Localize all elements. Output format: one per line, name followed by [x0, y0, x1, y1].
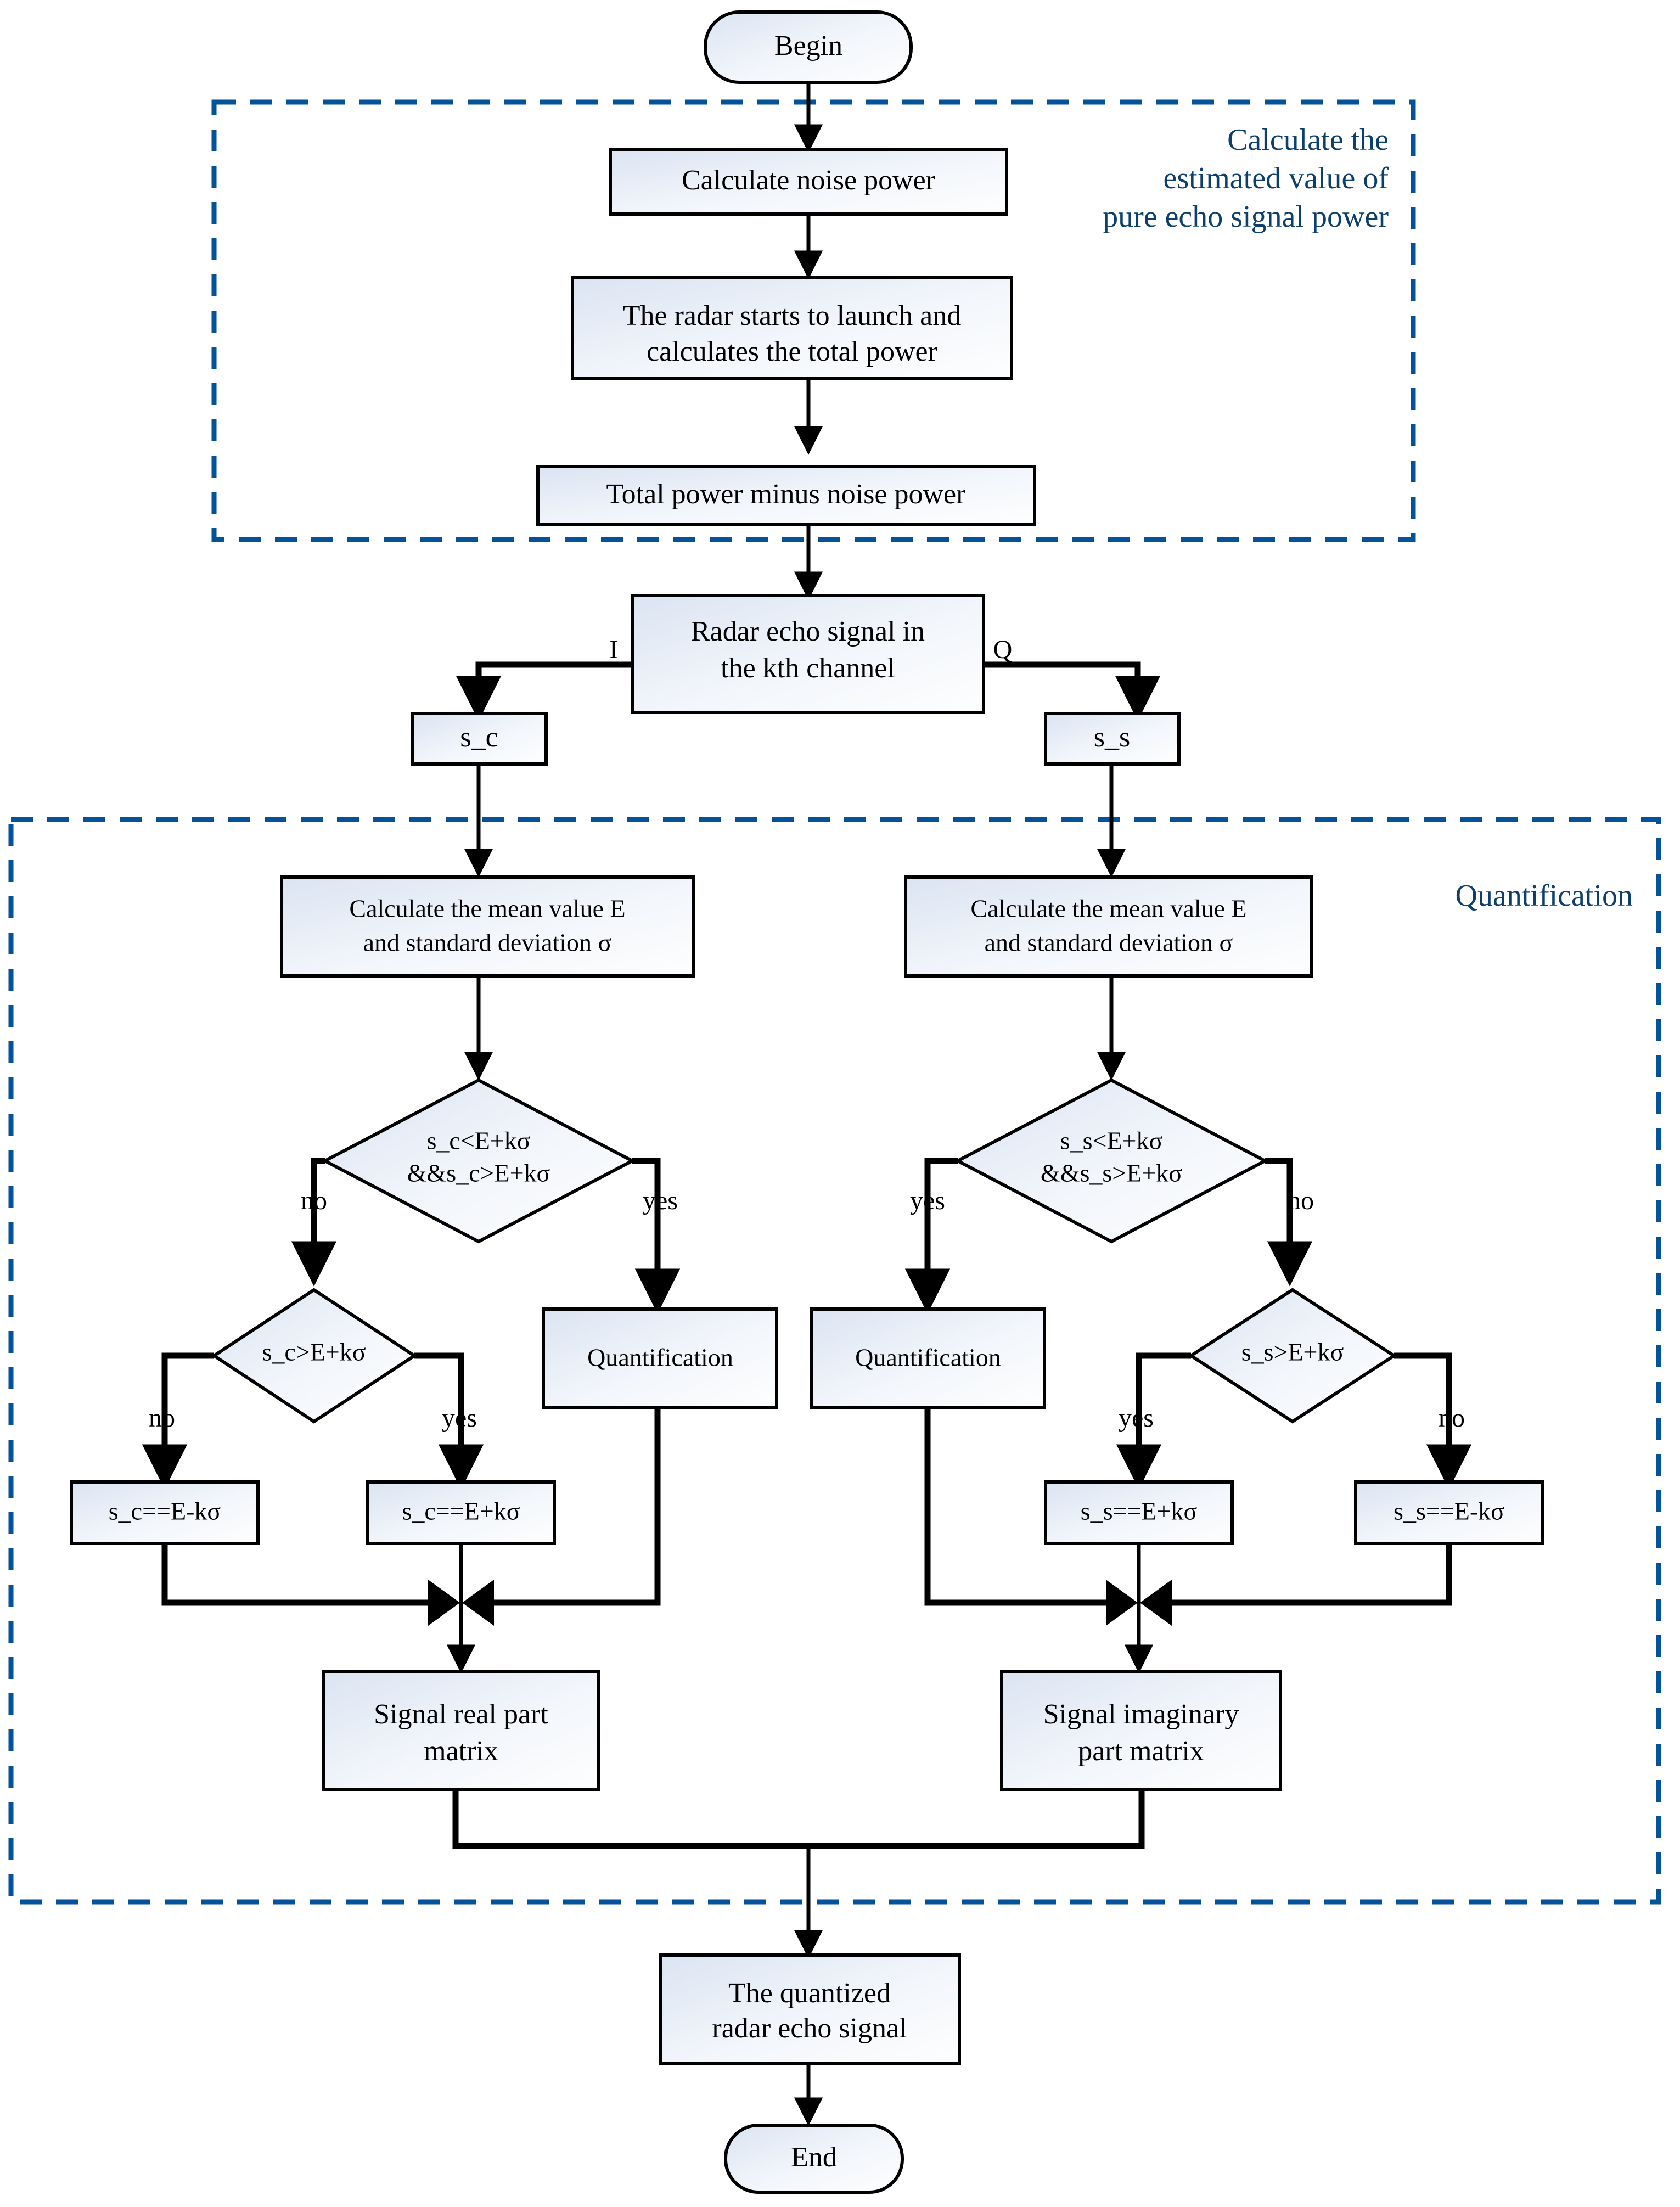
svg-text:s_s>E+kσ: s_s>E+kσ — [1241, 1338, 1344, 1366]
merge-arrowhead-left-a — [428, 1580, 460, 1626]
group-label-estimate: Calculate the estimated value of pure ec… — [1103, 123, 1389, 234]
node-quantification-left[interactable]: Quantification — [542, 1307, 778, 1409]
node-calc-mean-right[interactable]: Calculate the mean value E and standard … — [904, 875, 1313, 978]
edge-label-left2-yes: yes — [442, 1403, 477, 1433]
svg-text:and standard deviation σ: and standard deviation σ — [363, 929, 612, 957]
edge-decision-right-1-no — [1265, 1158, 1313, 1287]
edge-real-matrix-to-bottom-bus — [452, 1788, 808, 1849]
group-box-quantification — [8, 817, 1661, 1905]
edge-decision-right-2-no — [1394, 1352, 1472, 1490]
merge-arrowhead-right-b — [1140, 1580, 1172, 1626]
svg-text:s_c<E+kσ: s_c<E+kσ — [426, 1127, 530, 1155]
node-begin[interactable]: Begin — [704, 10, 913, 84]
svg-text:s_c==E-kσ: s_c==E-kσ — [109, 1497, 221, 1525]
node-signal-real-part-matrix[interactable]: Signal real part matrix — [322, 1670, 600, 1791]
node-quantification-right[interactable]: Quantification — [810, 1307, 1046, 1409]
svg-text:s_s: s_s — [1094, 722, 1130, 753]
svg-text:Signal real part: Signal real part — [374, 1699, 548, 1730]
node-calc-mean-left[interactable]: Calculate the mean value E and standard … — [280, 875, 695, 978]
svg-text:Begin: Begin — [774, 30, 842, 61]
node-total-power-minus-noise[interactable]: Total power minus noise power — [536, 465, 1036, 526]
svg-text:&&s_s>E+kσ: &&s_s>E+kσ — [1041, 1159, 1182, 1187]
node-assign-sc-plus[interactable]: s_c==E+kσ — [366, 1480, 556, 1545]
node-s-c[interactable]: s_c — [411, 712, 548, 766]
svg-text:Calculate the mean value E: Calculate the mean value E — [970, 895, 1246, 923]
edge-decision-left-1-yes — [632, 1158, 681, 1314]
edge-assign-sc-minus-to-merge — [161, 1542, 445, 1606]
node-quantized-radar-echo-signal[interactable]: The quantized radar echo signal — [659, 1953, 961, 2065]
svg-text:radar echo signal: radar echo signal — [712, 2013, 907, 2044]
node-decision-right-2[interactable]: s_s>E+kσ — [1188, 1288, 1397, 1424]
edge-label-left1-no: no — [301, 1186, 327, 1215]
node-radar-echo-kth-channel[interactable]: Radar echo signal in the kth channel — [631, 594, 985, 714]
edge-label-branch-i: I — [609, 635, 618, 664]
group-label-quantification: Quantification — [1456, 879, 1633, 913]
node-decision-right-1[interactable]: s_s<E+kσ &&s_s>E+kσ — [954, 1078, 1269, 1244]
edge-imag-matrix-to-bottom-bus — [808, 1788, 1145, 1849]
edge-quant-left-to-merge — [483, 1408, 661, 1606]
svg-text:s_c==E+kσ: s_c==E+kσ — [402, 1497, 520, 1525]
node-end[interactable]: End — [724, 2124, 904, 2194]
node-decision-left-2[interactable]: s_c>E+kσ — [211, 1288, 418, 1424]
svg-text:Signal imaginary: Signal imaginary — [1043, 1699, 1239, 1730]
merge-arrowhead-right-a — [1106, 1580, 1138, 1626]
svg-text:Calculate the mean value E: Calculate the mean value E — [349, 895, 625, 923]
edge-assign-ss-minus-to-merge — [1155, 1542, 1452, 1606]
edge-radar-echo-to-s-s — [984, 661, 1161, 721]
edge-label-left1-yes: yes — [643, 1186, 678, 1215]
svg-text:Quantification: Quantification — [587, 1344, 733, 1372]
svg-text:matrix: matrix — [424, 1736, 498, 1767]
svg-text:s_c: s_c — [460, 722, 498, 753]
edge-label-left2-no: no — [149, 1403, 175, 1433]
svg-text:estimated value of: estimated value of — [1163, 161, 1389, 195]
svg-text:&&s_c>E+kσ: &&s_c>E+kσ — [407, 1159, 550, 1187]
node-decision-left-1[interactable]: s_c<E+kσ &&s_c>E+kσ — [321, 1078, 636, 1244]
node-assign-ss-plus[interactable]: s_s==E+kσ — [1044, 1480, 1234, 1545]
svg-text:End: End — [791, 2142, 837, 2173]
edge-label-right2-no: no — [1439, 1403, 1465, 1433]
svg-text:part matrix: part matrix — [1078, 1736, 1204, 1767]
node-calculate-noise-power[interactable]: Calculate noise power — [609, 148, 1008, 216]
edge-decision-left-1-no — [291, 1158, 337, 1287]
edge-radar-echo-to-s-c — [456, 661, 632, 721]
edge-quant-right-to-merge — [924, 1408, 1120, 1606]
edge-decision-right-1-yes — [904, 1158, 958, 1314]
svg-text:calculates the total power: calculates the total power — [647, 336, 937, 367]
svg-text:s_c>E+kσ: s_c>E+kσ — [262, 1338, 366, 1366]
svg-text:s_s==E-kσ: s_s==E-kσ — [1394, 1497, 1504, 1525]
node-assign-sc-minus[interactable]: s_c==E-kσ — [70, 1480, 260, 1545]
svg-text:the kth channel: the kth channel — [721, 653, 895, 684]
svg-text:and standard deviation σ: and standard deviation σ — [985, 929, 1233, 957]
node-assign-ss-minus[interactable]: s_s==E-kσ — [1354, 1480, 1544, 1545]
group-box-estimate — [211, 99, 1416, 542]
svg-text:The radar starts to launch and: The radar starts to launch and — [623, 300, 962, 332]
svg-text:Quantification: Quantification — [1456, 879, 1633, 913]
edge-label-branch-q: Q — [993, 635, 1013, 664]
edge-decision-right-2-yes — [1116, 1352, 1191, 1490]
edge-label-right2-yes: yes — [1119, 1403, 1154, 1433]
svg-text:Calculate noise power: Calculate noise power — [682, 165, 935, 196]
edge-decision-left-2-yes — [414, 1352, 484, 1490]
edge-decision-left-2-no — [142, 1352, 214, 1490]
svg-text:The quantized: The quantized — [728, 1978, 891, 2009]
merge-arrowhead-left-b — [462, 1580, 494, 1626]
svg-text:Radar echo signal in: Radar echo signal in — [691, 616, 925, 647]
edge-label-right1-no: no — [1288, 1186, 1314, 1215]
svg-text:s_s<E+kσ: s_s<E+kσ — [1060, 1127, 1163, 1155]
svg-text:Total power minus noise power: Total power minus noise power — [606, 479, 966, 510]
node-radar-starts-launch[interactable]: The radar starts to launch and calculate… — [571, 276, 1013, 380]
svg-text:Quantification: Quantification — [855, 1344, 1001, 1372]
svg-text:Calculate the: Calculate the — [1227, 123, 1389, 157]
svg-text:s_s==E+kσ: s_s==E+kσ — [1081, 1497, 1198, 1525]
node-signal-imaginary-part-matrix[interactable]: Signal imaginary part matrix — [1000, 1670, 1282, 1791]
edge-label-right1-yes: yes — [910, 1186, 945, 1215]
svg-text:pure echo signal power: pure echo signal power — [1103, 200, 1389, 234]
node-s-s[interactable]: s_s — [1044, 712, 1181, 766]
